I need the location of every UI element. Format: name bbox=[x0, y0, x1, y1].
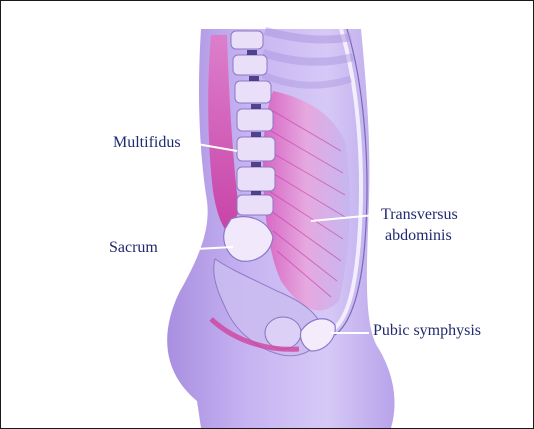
label-transversus-line2: abdominis bbox=[385, 227, 452, 245]
label-pubic-symphysis: Pubic symphysis bbox=[373, 322, 481, 340]
label-sacrum: Sacrum bbox=[109, 239, 158, 257]
label-transversus-line1: Transversus bbox=[381, 206, 458, 224]
label-multifidus: Multifidus bbox=[113, 134, 181, 152]
